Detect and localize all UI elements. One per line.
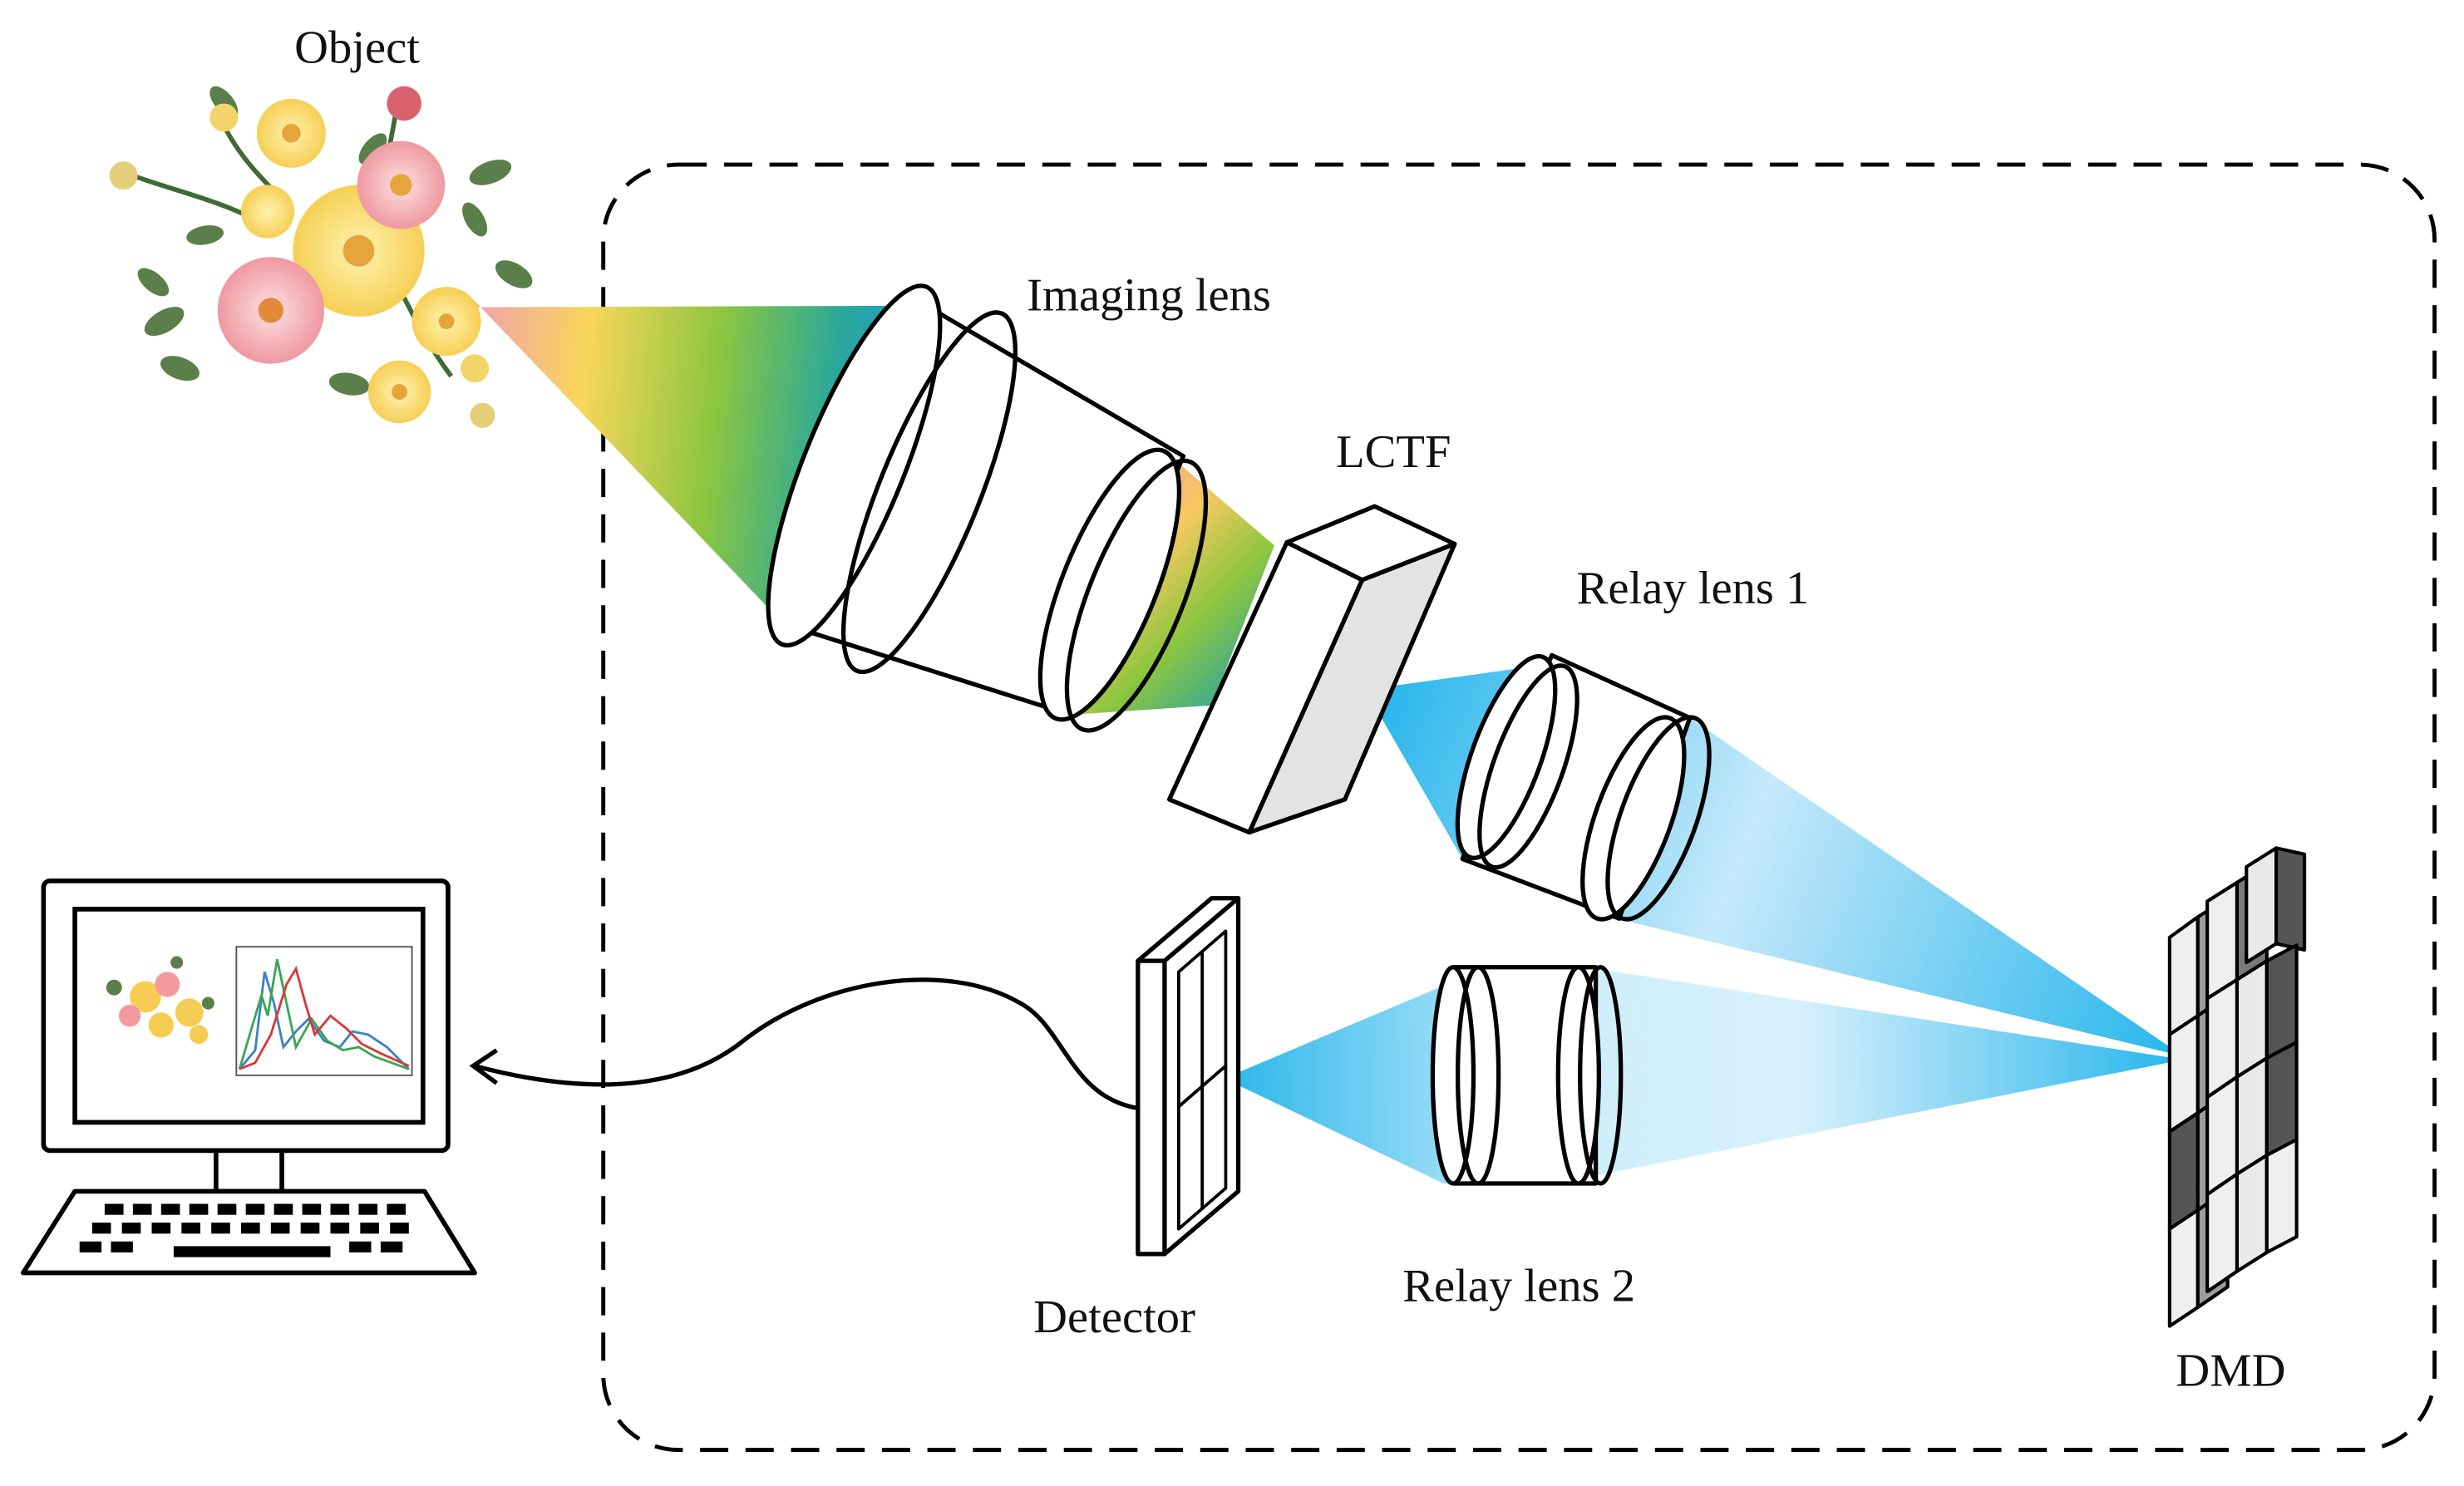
detector — [1136, 896, 1241, 1257]
label-dmd: DMD — [2176, 1345, 2285, 1396]
label-object: Object — [294, 22, 420, 73]
arrow-head-icon — [469, 1048, 498, 1085]
lctf-filter — [1166, 504, 1457, 835]
data-cable — [474, 977, 1139, 1111]
system-boundary — [601, 162, 2437, 1453]
relay-lens-2 — [1430, 965, 1624, 1186]
screen-spectrum-plot — [235, 946, 413, 1076]
label-imaging-lens: Imaging lens — [1027, 269, 1271, 321]
desktop-computer-icon — [41, 878, 451, 1194]
dmd-micromirror-array — [2167, 846, 2307, 1328]
label-lctf: LCTF — [1336, 426, 1451, 478]
label-detector: Detector — [1033, 1292, 1195, 1343]
screen-flower-thumbnail — [106, 956, 214, 1045]
flower-bouquet-icon — [109, 86, 533, 428]
label-relay-lens-1: Relay lens 1 — [1577, 563, 1810, 614]
label-relay-lens-2: Relay lens 2 — [1402, 1260, 1635, 1311]
imaging-lens — [766, 283, 1209, 733]
relay-lens-1 — [1455, 652, 1712, 922]
keyboard-icon — [21, 1188, 477, 1276]
